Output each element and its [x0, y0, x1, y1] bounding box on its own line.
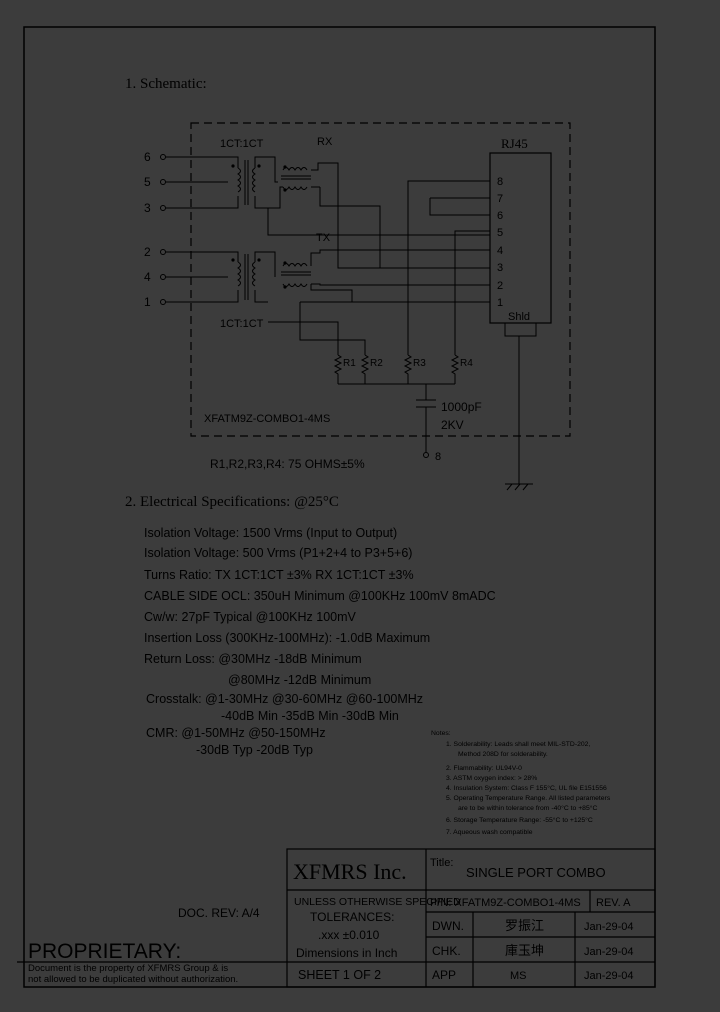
proprietary-line-2: not allowed to be duplicated without aut…	[28, 974, 238, 985]
tolerance-line-4: Dimensions in Inch	[296, 946, 397, 960]
rj45-pin-labels: 8 7 6 5 4 3 2 1	[497, 176, 503, 309]
svg-text:Method 208D for solderability.: Method 208D for solderability.	[458, 751, 548, 758]
termination-resistors	[333, 354, 460, 452]
shield-tab	[504, 322, 537, 337]
spec-line: Turns Ratio: TX 1CT:1CT ±3% RX 1CT:1CT ±…	[144, 568, 414, 582]
spec-line: -30dB Typ -20dB Typ	[196, 743, 313, 757]
left-pin-label: 5	[144, 175, 151, 189]
svg-text:1. Solderability: Leads shall: 1. Solderability: Leads shall meet MIL-S…	[446, 741, 590, 748]
left-pins: 6 5 3 2 4 1	[144, 150, 166, 309]
svg-text:R2: R2	[370, 358, 383, 369]
svg-text:6: 6	[497, 210, 503, 222]
svg-text:2. Flammability: UL94V-0: 2. Flammability: UL94V-0	[446, 765, 522, 772]
approved-signature: MS	[510, 970, 527, 982]
spec-list: Isolation Voltage: 1500 Vrms (Input to O…	[144, 526, 496, 757]
node-8-terminal	[423, 452, 429, 458]
sheet-number: SHEET 1 OF 2	[298, 968, 381, 982]
rx-transformer: 1CT:1CT RX	[166, 136, 333, 209]
approved-date: Jan-29-04	[584, 970, 634, 982]
svg-text:are to be within tolerance fro: are to be within tolerance from -40°C to…	[458, 804, 597, 812]
spec-line: Isolation Voltage: 1500 Vrms (Input to O…	[144, 526, 397, 540]
svg-text:5: 5	[497, 227, 503, 239]
chassis-ground	[505, 336, 533, 491]
rx-label: RX	[317, 136, 333, 148]
spec-line: Insertion Loss (300KHz-100MHz): -1.0dB M…	[144, 631, 430, 645]
drawn-signature: 罗振江	[505, 918, 544, 933]
drawn-label: DWN.	[432, 919, 464, 933]
svg-text:6. Storage Temperature Range:: 6. Storage Temperature Range: -55°C to +…	[446, 816, 593, 824]
spec-line: CABLE SIDE OCL: 350uH Minimum @100KHz 10…	[144, 589, 496, 603]
tolerance-line-1: UNLESS OTHERWISE SPECIFIED	[294, 896, 461, 908]
spec-line: Return Loss: @30MHz -18dB Minimum	[144, 652, 362, 666]
ratio-label-bottom: 1CT:1CT	[220, 318, 264, 330]
tolerance-line-3: .xxx ±0.010	[318, 928, 380, 942]
svg-text:3: 3	[497, 262, 503, 274]
resistor-labels: R1 R2 R3 R4	[343, 358, 473, 369]
checked-date: Jan-29-04	[584, 946, 634, 958]
svg-text:7. Aqueous wash compatible: 7. Aqueous wash compatible	[446, 829, 533, 836]
svg-text:7: 7	[497, 193, 503, 205]
company-name: XFMRS Inc.	[293, 859, 407, 884]
node-label: 8	[435, 451, 441, 463]
sheet-border	[23, 26, 656, 988]
left-pin-label: 6	[144, 150, 151, 164]
svg-text:5. Operating Temperature Range: 5. Operating Temperature Range. All list…	[446, 795, 611, 802]
checked-signature: 庫玉坤	[505, 943, 544, 958]
svg-text:R3: R3	[413, 358, 426, 369]
title-value: SINGLE PORT COMBO	[466, 865, 606, 880]
svg-text:R4: R4	[460, 358, 473, 369]
part-number: P/N: XFATM9Z-COMBO1-4MS	[430, 897, 581, 909]
left-pin-label: 2	[144, 245, 151, 259]
svg-text:8: 8	[497, 176, 503, 188]
svg-text:3. ASTM oxygen index: > 28%: 3. ASTM oxygen index: > 28%	[446, 775, 537, 782]
proprietary-title: PROPRIETARY:	[28, 940, 181, 963]
cap-value: 1000pF	[441, 400, 482, 414]
approved-label: APP	[432, 968, 456, 982]
title-block-grid	[17, 848, 656, 988]
module-boundary	[190, 122, 571, 437]
svg-text:2: 2	[497, 280, 503, 292]
resistor-note: R1,R2,R3,R4: 75 OHMS±5%	[210, 457, 365, 471]
spec-line: Crosstalk: @1-30MHz @30-60MHz @60-100MHz	[146, 692, 423, 706]
proprietary-line-1: Document is the property of XFMRS Group …	[28, 963, 228, 974]
svg-text:1: 1	[497, 297, 503, 309]
svg-text:4: 4	[497, 245, 503, 257]
notes-title: Notes:	[431, 730, 451, 737]
spec-line: Isolation Voltage: 500 Vrms (P1+2+4 to P…	[144, 546, 412, 560]
section-1-title: 1. Schematic:	[125, 76, 207, 92]
section-2-title: 2. Electrical Specifications: @25°C	[125, 494, 339, 510]
checked-label: CHK.	[432, 944, 461, 958]
polarity-dots	[231, 164, 287, 289]
left-pin-label: 1	[144, 295, 151, 309]
spec-line: CMR: @1-50MHz @50-150MHz	[146, 726, 326, 740]
drawn-date: Jan-29-04	[584, 921, 634, 933]
svg-text:R1: R1	[343, 358, 356, 369]
left-pin-label: 4	[144, 270, 151, 284]
tx-label: TX	[316, 232, 331, 244]
notes-block: Notes: 1. Solderability: Leads shall mee…	[431, 730, 611, 836]
left-pin-label: 3	[144, 201, 151, 215]
cap-voltage: 2KV	[441, 418, 464, 432]
signal-wires	[264, 162, 490, 355]
ratio-label-top: 1CT:1CT	[220, 138, 264, 150]
tolerance-line-2: TOLERANCES:	[310, 910, 394, 924]
rj45-label: RJ45	[501, 136, 528, 151]
title-label: Title:	[430, 857, 453, 869]
spec-line: @80MHz -12dB Minimum	[228, 673, 371, 687]
svg-text:4. Insulation System: Class F: 4. Insulation System: Class F 155°C, UL …	[446, 784, 607, 792]
revision: REV. A	[596, 897, 631, 909]
box-part-number: XFATM9Z-COMBO1-4MS	[204, 413, 330, 425]
shield-label: Shld	[508, 311, 530, 323]
spec-line: Cw/w: 27pF Typical @100KHz 100mV	[144, 610, 357, 624]
spec-line: -40dB Min -35dB Min -30dB Min	[221, 709, 399, 723]
doc-revision: DOC. REV: A/4	[178, 906, 260, 920]
